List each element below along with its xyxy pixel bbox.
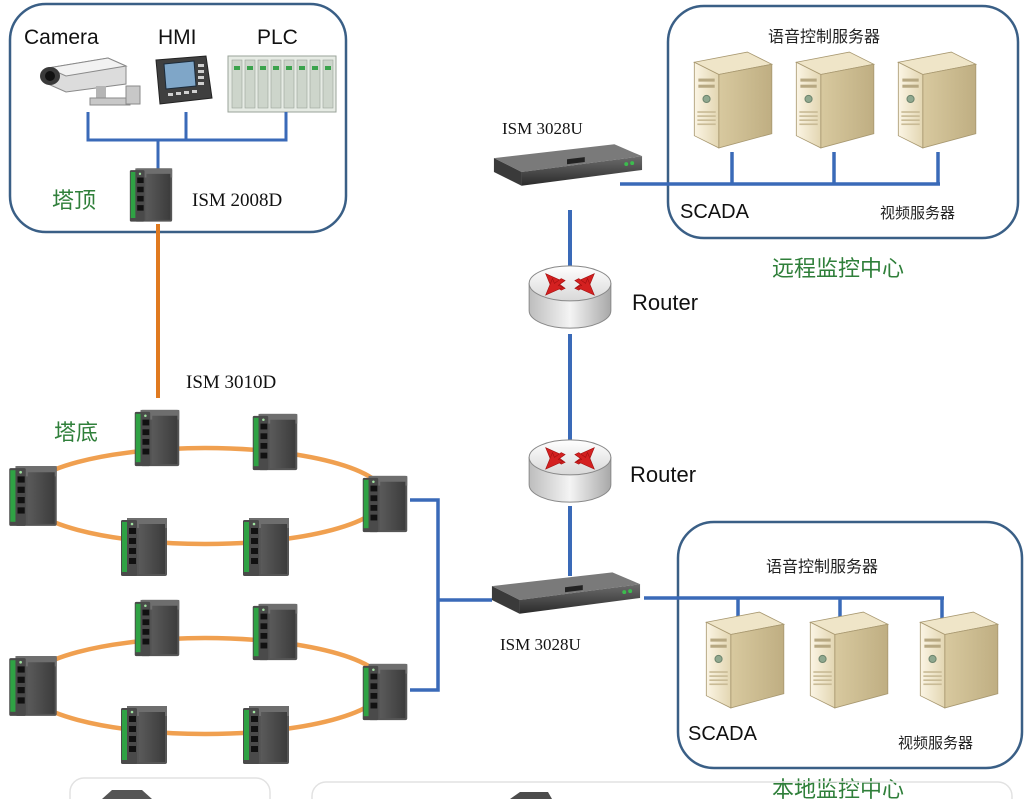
local-server-1 (705, 611, 785, 709)
ring-switch (121, 518, 167, 576)
ring-switch (243, 518, 289, 576)
local-video-server-label: 视频服务器 (898, 734, 973, 752)
lower-fiber-ring (22, 635, 388, 737)
ring-switch (9, 656, 57, 716)
remote-server-3 (897, 51, 977, 149)
ring-switch (9, 466, 57, 526)
remote-server-2 (795, 51, 875, 149)
bottom-cropped-panels (69, 777, 1013, 799)
local-center-border (676, 520, 1024, 770)
hmi-icon (155, 55, 213, 105)
remote-server-group-label: 语音控制服务器 (768, 27, 880, 46)
ism-3028u-local-switch (491, 572, 641, 614)
tower-bottom-rings: ISM 3010D 塔底 (9, 372, 492, 764)
camera-icon (40, 57, 141, 106)
local-server-3 (919, 611, 999, 709)
remote-server-bus (620, 152, 940, 186)
local-core-switch-label: ISM 3028U (500, 635, 581, 654)
local-center-label: 本地监控中心 (772, 778, 904, 799)
ism-2008d-switch (129, 168, 173, 222)
remote-monitoring-center: 语音控制服务器 SCADA 视频服务器 远程监控中心 (620, 4, 1020, 282)
router-icon (528, 439, 612, 503)
ring-switch (362, 475, 408, 533)
ring-uplinks (410, 498, 492, 692)
tower-top-label: 塔顶 (52, 189, 96, 214)
hmi-label: HMI (158, 26, 197, 49)
local-monitoring-center: 语音控制服务器 SCADA 视频服务器 (644, 520, 1024, 770)
local-scada-label: SCADA (688, 723, 758, 745)
ring-switch (121, 706, 167, 764)
remote-server-1 (693, 51, 773, 149)
remote-video-server-label: 视频服务器 (880, 204, 955, 222)
ring-switch (252, 603, 298, 661)
ring-switch (243, 706, 289, 764)
ring-switch (252, 413, 298, 471)
camera-label: Camera (24, 26, 99, 49)
upper-fiber-ring (22, 445, 388, 547)
tower-bottom-label: 塔底 (54, 421, 98, 446)
router-label-lower: Router (630, 462, 696, 487)
plc-label: PLC (257, 26, 298, 49)
remote-core-switch-label: ISM 3028U (502, 119, 583, 138)
ism-3010d-label: ISM 3010D (186, 372, 276, 393)
local-server-group-label: 语音控制服务器 (766, 557, 878, 576)
local-server-2 (809, 611, 889, 709)
local-server-bus (644, 596, 944, 622)
tower-top-site: Camera HMI PLC (8, 2, 348, 234)
plc-icon (227, 55, 337, 113)
router-label-upper: Router (632, 290, 698, 315)
remote-scada-label: SCADA (680, 201, 750, 223)
router-icon (528, 265, 612, 329)
tower-top-site-border (8, 2, 348, 234)
ism-3028u-remote-switch (493, 144, 643, 186)
top-site-bus (86, 112, 288, 172)
ring-switch (134, 599, 180, 657)
ring-switch (134, 409, 180, 467)
remote-center-border (666, 4, 1020, 240)
remote-center-label: 远程监控中心 (772, 257, 904, 282)
ring-switch (362, 663, 408, 721)
ism-2008d-label: ISM 2008D (192, 190, 282, 211)
